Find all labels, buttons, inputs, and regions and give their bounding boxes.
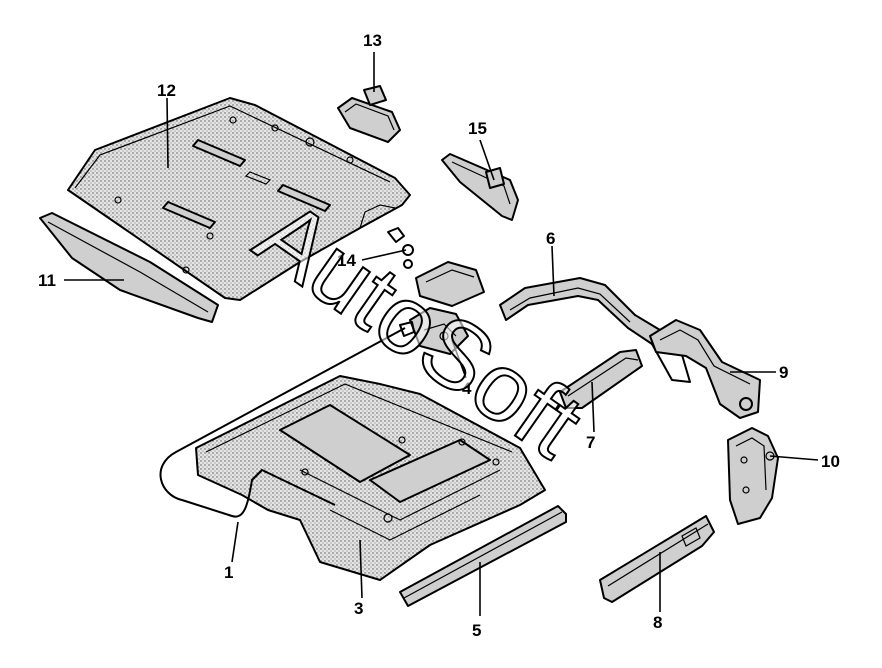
floor-panel-part-3 (195, 375, 546, 581)
callout-9: 9 (779, 363, 788, 382)
callout-3: 3 (354, 599, 363, 618)
reinforcement-rail-part-8 (599, 515, 715, 603)
header-strip-part-11 (39, 212, 219, 323)
callout-8: 8 (653, 613, 662, 632)
callout-12: 12 (157, 81, 176, 100)
cable-part-1 (159, 321, 415, 518)
callout-4: 4 (462, 379, 472, 398)
leader-lines (64, 52, 819, 616)
bracket-plate-part-10 (727, 427, 779, 525)
leader-4 (451, 339, 467, 379)
callout-7: 7 (586, 433, 595, 452)
leader-15 (479, 139, 495, 181)
leader-7 (591, 381, 595, 433)
sun-visor-part-15 (441, 153, 519, 221)
leader-3 (359, 539, 363, 599)
leader-10 (769, 455, 819, 461)
pillar-bracket-part-9 (649, 319, 761, 419)
roof-panel-part-12 (67, 97, 411, 301)
leader-14 (361, 249, 407, 261)
callout-11: 11 (38, 271, 56, 290)
leader-12 (166, 97, 169, 169)
sill-strip-part-5 (399, 505, 567, 607)
callout-10: 10 (821, 452, 840, 471)
callout-14: 14 (337, 251, 356, 270)
leader-1 (231, 521, 239, 563)
cross-member-part-7 (559, 349, 643, 409)
callout-5: 5 (472, 621, 481, 640)
leader-6 (551, 245, 555, 297)
callout-1: 1 (224, 563, 233, 582)
callout-13: 13 (363, 31, 382, 50)
rearview-mirror-part-13 (337, 85, 401, 143)
callout-labels: 1 3 4 5 6 7 8 9 10 11 12 13 14 15 (38, 31, 840, 640)
callout-15: 15 (468, 119, 487, 138)
callout-6: 6 (546, 229, 555, 248)
